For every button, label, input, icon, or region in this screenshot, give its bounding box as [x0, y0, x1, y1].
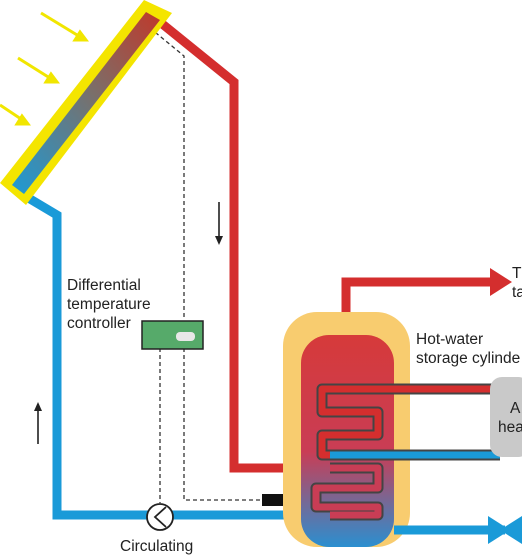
cylinder-label-line-2: storage cylinde	[416, 350, 521, 367]
circulating-pump	[146, 503, 174, 531]
taps-label-line-2: ta	[512, 284, 522, 301]
controller-label-line-2: temperature	[67, 296, 151, 313]
taps-label-line-1: T	[512, 265, 522, 282]
differential-temperature-controller	[141, 320, 204, 350]
controller-label-line-3: controller	[67, 315, 131, 332]
hot-supply-pipe	[147, 10, 330, 473]
auxiliary-heater-label: A hea	[498, 399, 522, 437]
cylinder-sensor	[262, 494, 284, 506]
cold-inlet-arrow-icon	[488, 516, 510, 544]
controller-display	[176, 332, 195, 341]
cylinder-label: Hot-water storage cylinde	[416, 330, 520, 368]
heater-label-line-2: hea	[498, 419, 522, 436]
flow-down-arrow-icon	[215, 202, 223, 245]
sun-rays	[0, 11, 89, 126]
solar-collector	[0, 0, 172, 205]
controller-label-line-1: Differential	[67, 277, 141, 294]
hot-outlet-arrow-icon	[490, 268, 512, 296]
cylinder-label-line-1: Hot-water	[416, 331, 484, 348]
collector-sensor-wire	[149, 27, 185, 320]
heater-label-line-1: A	[510, 400, 521, 417]
controller-label: Differential temperature controller	[67, 276, 151, 333]
flow-up-arrow-icon	[34, 402, 42, 444]
cold-return-pipe	[17, 189, 330, 520]
cylinder-sensor-wire	[183, 348, 262, 501]
taps-label: T ta	[512, 264, 522, 302]
auxiliary-heater	[490, 377, 522, 457]
